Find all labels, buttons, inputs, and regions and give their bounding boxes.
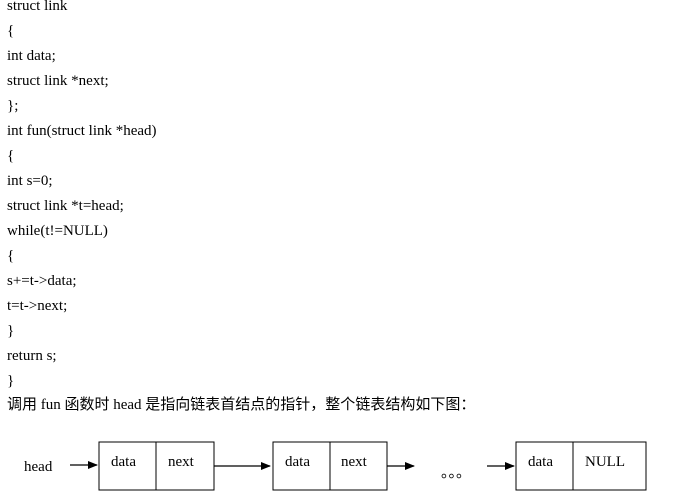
- node-data-field: data: [285, 454, 310, 470]
- code-line: {: [7, 248, 15, 264]
- node-null-field: NULL: [585, 454, 625, 470]
- diagram-caption: 调用 fun 函数时 head 是指向链表首结点的指针，整个链表结构如下图：: [7, 397, 476, 413]
- node-data-field: data: [111, 454, 136, 470]
- code-line: return s;: [7, 348, 57, 364]
- code-line: }: [7, 323, 15, 339]
- code-line: {: [7, 23, 15, 39]
- list-node: data next: [98, 441, 215, 491]
- code-line: }: [7, 373, 15, 389]
- code-line: int s=0;: [7, 173, 53, 189]
- code-line: int fun(struct link *head): [7, 123, 157, 139]
- ellipsis: 。。。: [441, 465, 471, 481]
- node-next-field: next: [341, 454, 368, 470]
- code-line: {: [7, 148, 15, 164]
- list-node: data NULL: [515, 441, 647, 491]
- code-line: while(t!=NULL): [7, 223, 108, 239]
- node-box: [515, 441, 647, 491]
- code-line: struct link *t=head;: [7, 198, 124, 214]
- code-block: struct link { int data; struct link *nex…: [7, 0, 157, 394]
- node-next-field: next: [168, 454, 195, 470]
- code-line: };: [7, 98, 19, 114]
- head-label: head: [24, 459, 53, 475]
- code-line: struct link: [7, 0, 68, 14]
- node-data-field: data: [528, 454, 553, 470]
- list-node: data next: [272, 441, 388, 491]
- code-line: struct link *next;: [7, 73, 109, 89]
- code-line: int data;: [7, 48, 56, 64]
- code-line: t=t->next;: [7, 298, 68, 314]
- code-line: s+=t->data;: [7, 273, 77, 289]
